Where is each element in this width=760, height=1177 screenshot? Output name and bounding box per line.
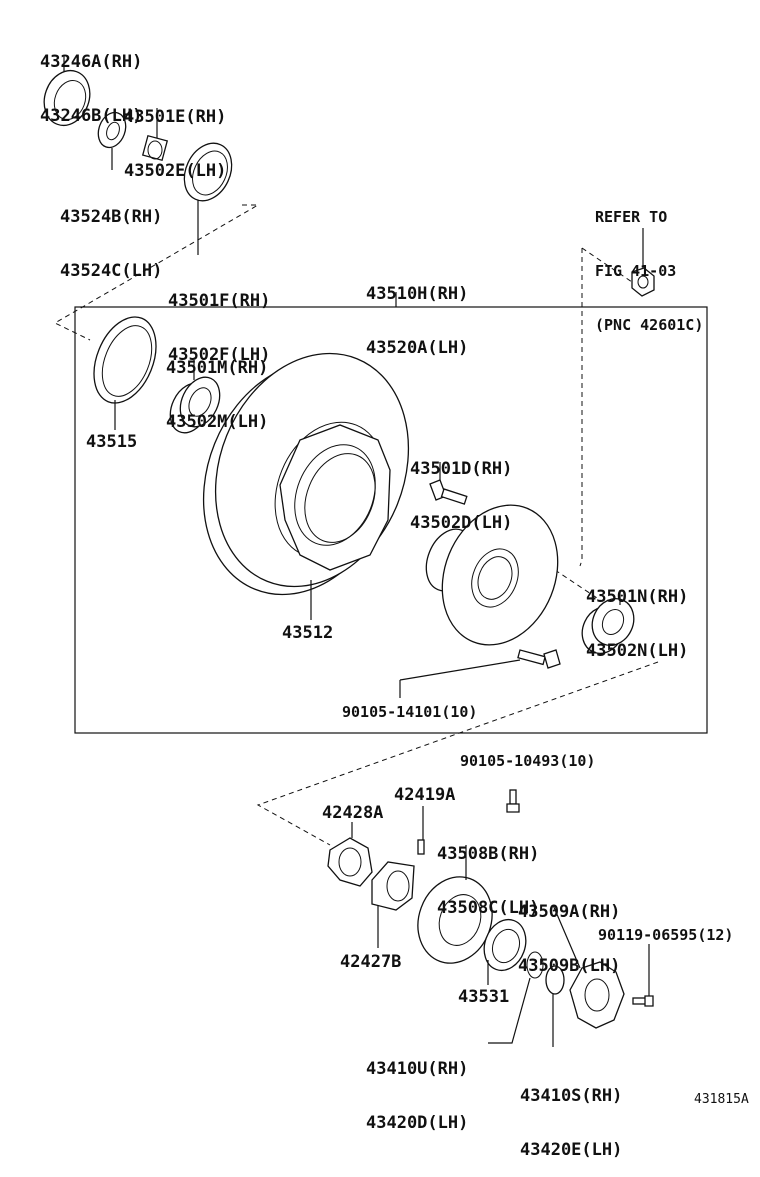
label-43508-rh: 43508B(RH) <box>437 844 540 864</box>
label-43501e-lh: 43502E(LH) <box>124 161 227 181</box>
dashed-guide-nut <box>579 247 633 567</box>
label-43515: 43515 <box>86 432 138 452</box>
label-43410s-rh: 43410S(RH) <box>520 1086 623 1106</box>
label-43501n: 43501N(RH) 43502N(LH) <box>586 552 688 678</box>
label-43501e: 43501E(RH) 43502E(LH) <box>124 72 226 198</box>
axle-hub <box>425 504 559 646</box>
bearing-race-43501f <box>183 142 233 202</box>
label-43501m-lh: 43502M(LH) <box>166 412 269 432</box>
label-43501m: 43501M(RH) 43502M(LH) <box>166 323 268 449</box>
label-43510-rh: 43510H(RH) <box>366 284 469 304</box>
hub-nut <box>631 267 655 297</box>
label-90119: 90119-06595(12) <box>598 926 734 944</box>
assembly-frame <box>74 306 708 734</box>
label-43524-rh: 43524B(RH) <box>60 207 163 227</box>
brake-disc-43512 <box>202 352 410 596</box>
label-42427b: 42427B <box>340 952 402 972</box>
label-43510-lh: 43520A(LH) <box>366 338 469 358</box>
label-refer-line2: FIG 41-03 <box>595 262 677 280</box>
bearing-43501n <box>581 598 635 654</box>
label-42419a: 42419A <box>394 785 456 805</box>
label-43501n-rh: 43501N(RH) <box>586 587 689 607</box>
label-43509: 43509A(RH) 43509B(LH) <box>518 867 620 993</box>
gasket-43531 <box>483 918 527 972</box>
label-43501n-lh: 43502N(LH) <box>586 641 689 661</box>
label-43524: 43524B(RH) 43524C(LH) <box>60 172 162 298</box>
label-43501d: 43501D(RH) 43502D(LH) <box>410 424 512 550</box>
parts-diagram: 43246A(RH) 43246B(LH) 43501E(RH) 43502E(… <box>40 17 749 1159</box>
ring-43410s <box>545 965 565 995</box>
bolt-90105-14101 <box>517 649 561 669</box>
label-43501d-rh: 43501D(RH) <box>410 459 513 479</box>
label-43246: 43246A(RH) 43246B(LH) <box>40 17 142 143</box>
label-43524-lh: 43524C(LH) <box>60 261 163 281</box>
label-43410u: 43410U(RH) 43420D(LH) <box>366 1024 468 1150</box>
body-42427b <box>371 861 415 911</box>
pin-42419a <box>417 839 425 855</box>
label-43531: 43531 <box>458 987 510 1007</box>
dashed-guide-bottom <box>256 661 659 846</box>
label-refer: REFER TO FIG 41-03 (PNC 42601C) <box>595 172 703 352</box>
label-43501f-lh: 43502F(LH) <box>168 345 271 365</box>
figure-id: 431815A <box>694 1092 749 1107</box>
hub-bolt-43501d <box>429 479 468 505</box>
label-refer-line3: (PNC 42601C) <box>595 316 704 334</box>
gasket-42428a <box>327 837 373 887</box>
label-43246-lh: 43246B(LH) <box>40 106 143 126</box>
label-43501f: 43501F(RH) 43502F(LH) <box>168 256 270 382</box>
label-43501d-lh: 43502D(LH) <box>410 513 513 533</box>
bearing-43501e <box>141 134 169 162</box>
label-42428a: 42428A <box>322 803 384 823</box>
label-43410u-rh: 43410U(RH) <box>366 1059 469 1079</box>
label-43501f-rh: 43501F(RH) <box>168 291 271 311</box>
spacer-43524 <box>97 111 127 149</box>
label-90105-10493: 90105-10493(10) <box>460 752 596 770</box>
label-43508-lh: 43508C(LH) <box>437 898 540 918</box>
label-43501e-rh: 43501E(RH) <box>124 107 227 127</box>
label-43510: 43510H(RH) 43520A(LH) <box>366 249 468 375</box>
snap-ring-43410u <box>526 951 544 979</box>
label-90105-14101: 90105-14101(10) <box>342 703 478 721</box>
seal-43515 <box>93 316 157 404</box>
label-43410s-lh: 43420E(LH) <box>520 1140 623 1160</box>
label-refer-line1: REFER TO <box>595 208 668 226</box>
freewheel-hub-43509 <box>569 961 625 1029</box>
label-43410s: 43410S(RH) 43420E(LH) <box>520 1051 622 1177</box>
label-43512: 43512 <box>282 623 334 643</box>
label-43410u-lh: 43420D(LH) <box>366 1113 469 1133</box>
label-43501m-rh: 43501M(RH) <box>166 358 269 378</box>
diagram-drawing <box>43 55 708 1047</box>
label-43509-rh: 43509A(RH) <box>518 902 621 922</box>
oil-seal-43246 <box>43 69 91 127</box>
label-43246-rh: 43246A(RH) <box>40 52 143 72</box>
bearing-43501m <box>169 376 221 434</box>
label-43509-lh: 43509B(LH) <box>518 956 621 976</box>
dashed-guide-top <box>53 204 260 341</box>
flange-43508 <box>417 876 493 964</box>
label-43508: 43508B(RH) 43508C(LH) <box>437 809 539 935</box>
screw-90119 <box>632 995 654 1007</box>
bolt-90105-10493 <box>506 789 520 813</box>
